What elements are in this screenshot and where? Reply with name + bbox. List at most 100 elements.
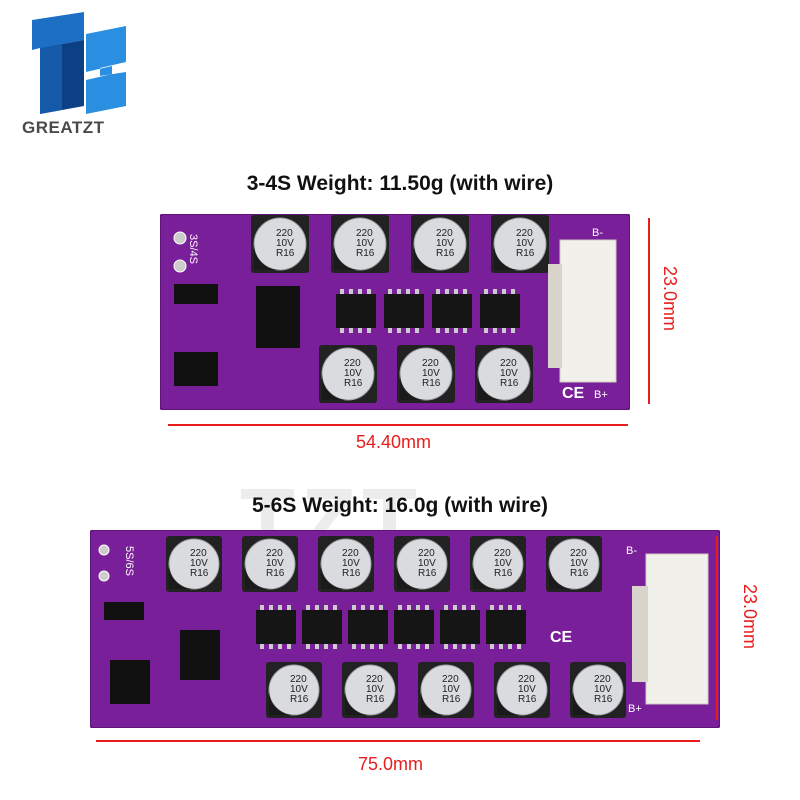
brand-name: GREATZT bbox=[22, 118, 105, 137]
svg-text:R16: R16 bbox=[190, 568, 209, 579]
svg-text:220: 220 bbox=[276, 228, 293, 239]
small-board-title: 3-4S Weight: 11.50g (with wire) bbox=[246, 172, 554, 195]
svg-text:220: 220 bbox=[422, 358, 439, 369]
svg-text:220: 220 bbox=[344, 358, 361, 369]
svg-text:10V: 10V bbox=[356, 238, 374, 249]
mosfet-chip bbox=[302, 605, 342, 649]
svg-text:R16: R16 bbox=[276, 248, 295, 259]
svg-text:10V: 10V bbox=[190, 558, 208, 569]
svg-text:10V: 10V bbox=[518, 684, 536, 695]
svg-text:R16: R16 bbox=[418, 568, 437, 579]
svg-text:B-: B- bbox=[592, 227, 603, 239]
svg-text:R16: R16 bbox=[342, 568, 361, 579]
svg-text:10V: 10V bbox=[342, 558, 360, 569]
svg-text:R16: R16 bbox=[500, 378, 519, 389]
svg-text:10V: 10V bbox=[500, 368, 518, 379]
large-board-title: 5-6S Weight: 16.0g (with wire) bbox=[252, 494, 548, 517]
mosfet-chip bbox=[486, 605, 526, 649]
svg-text:220: 220 bbox=[594, 674, 611, 685]
svg-text:R16: R16 bbox=[290, 694, 309, 705]
mosfet-chip bbox=[394, 605, 434, 649]
svg-text:R16: R16 bbox=[436, 248, 455, 259]
svg-text:10V: 10V bbox=[344, 368, 362, 379]
svg-text:R16: R16 bbox=[494, 568, 513, 579]
mosfet-chip bbox=[480, 289, 520, 333]
mosfet-chip bbox=[440, 605, 480, 649]
svg-text:10V: 10V bbox=[366, 684, 384, 695]
svg-text:220: 220 bbox=[518, 674, 535, 685]
svg-text:R16: R16 bbox=[356, 248, 375, 259]
mosfet-chip bbox=[256, 605, 296, 649]
small-width-label: 54.40mm bbox=[356, 432, 432, 452]
svg-text:R16: R16 bbox=[366, 694, 385, 705]
svg-text:B+: B+ bbox=[628, 703, 642, 715]
svg-text:3S/4S: 3S/4S bbox=[187, 234, 199, 264]
svg-text:B-: B- bbox=[626, 545, 637, 557]
mosfet-chip bbox=[432, 289, 472, 333]
greatzt-logo bbox=[32, 12, 126, 114]
svg-text:220: 220 bbox=[500, 358, 517, 369]
mosfet-chip bbox=[348, 605, 388, 649]
svg-text:220: 220 bbox=[356, 228, 373, 239]
small-board-photo: 22010VR1622010VR1622010VR1622010VR162201… bbox=[160, 214, 630, 410]
svg-text:220: 220 bbox=[342, 548, 359, 559]
svg-text:10V: 10V bbox=[422, 368, 440, 379]
large-width-dimension-line bbox=[96, 740, 700, 742]
small-height-dimension-line bbox=[648, 218, 650, 404]
svg-text:10V: 10V bbox=[290, 684, 308, 695]
large-height-label: 23.0mm bbox=[740, 584, 760, 650]
svg-text:220: 220 bbox=[494, 548, 511, 559]
svg-text:220: 220 bbox=[442, 674, 459, 685]
svg-text:R16: R16 bbox=[594, 694, 613, 705]
svg-text:CE: CE bbox=[550, 629, 573, 646]
small-width-dimension-line bbox=[168, 424, 628, 426]
large-height-dimension-line bbox=[716, 536, 718, 720]
small-height-label: 23.0mm bbox=[660, 266, 680, 332]
svg-text:220: 220 bbox=[418, 548, 435, 559]
svg-text:R16: R16 bbox=[442, 694, 461, 705]
svg-text:10V: 10V bbox=[418, 558, 436, 569]
svg-text:R16: R16 bbox=[266, 568, 285, 579]
svg-text:10V: 10V bbox=[276, 238, 294, 249]
svg-text:5S/6S: 5S/6S bbox=[123, 546, 135, 576]
svg-text:220: 220 bbox=[516, 228, 533, 239]
svg-text:10V: 10V bbox=[494, 558, 512, 569]
svg-text:R16: R16 bbox=[516, 248, 535, 259]
large-width-label: 75.0mm bbox=[358, 754, 424, 774]
svg-text:220: 220 bbox=[366, 674, 383, 685]
svg-text:R16: R16 bbox=[518, 694, 537, 705]
svg-text:10V: 10V bbox=[436, 238, 454, 249]
svg-text:CE: CE bbox=[562, 385, 585, 402]
svg-text:R16: R16 bbox=[422, 378, 441, 389]
svg-text:220: 220 bbox=[570, 548, 587, 559]
svg-text:10V: 10V bbox=[266, 558, 284, 569]
svg-text:10V: 10V bbox=[594, 684, 612, 695]
large-board-photo: 22010VR1622010VR1622010VR1622010VR162201… bbox=[90, 530, 720, 728]
svg-text:220: 220 bbox=[266, 548, 283, 559]
svg-text:10V: 10V bbox=[570, 558, 588, 569]
svg-text:R16: R16 bbox=[570, 568, 589, 579]
svg-text:B+: B+ bbox=[594, 389, 608, 401]
svg-text:220: 220 bbox=[190, 548, 207, 559]
svg-text:220: 220 bbox=[436, 228, 453, 239]
mosfet-chip bbox=[384, 289, 424, 333]
mosfet-chip bbox=[336, 289, 376, 333]
svg-text:10V: 10V bbox=[442, 684, 460, 695]
